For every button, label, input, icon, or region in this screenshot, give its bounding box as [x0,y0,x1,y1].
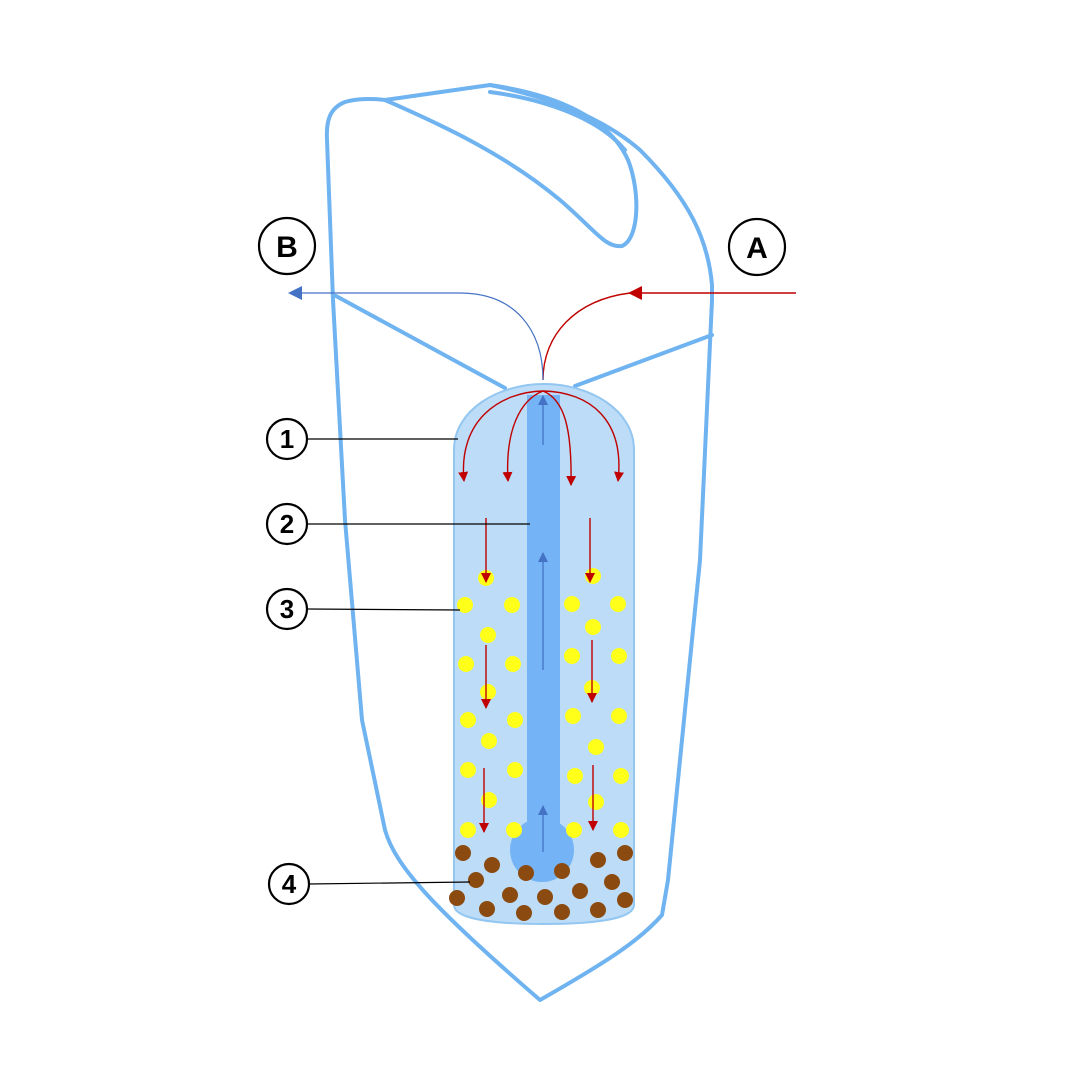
dome-arrow-2 [502,390,544,482]
dark-granule [617,845,633,861]
light-granule [588,739,604,755]
light-granule [480,627,496,643]
dark-granule [554,904,570,920]
dark-granule [484,857,500,873]
dark-granule [554,863,570,879]
dark-granule [468,872,484,888]
filter-cartridge [453,382,635,926]
inflow-arrow-curve [542,292,631,381]
callout-1-text: 1 [280,424,294,454]
light-granule [480,684,496,700]
dark-granule [449,890,465,906]
dome-arrow-4 [542,390,624,482]
light-granule [504,597,520,613]
light-granule [481,792,497,808]
light-granule [585,619,601,635]
callout-4: 4 [267,862,311,906]
dark-granule [479,901,495,917]
inflow-arrow [542,286,796,381]
light-granule [585,568,601,584]
light-granule [505,656,521,672]
light-granule [564,596,580,612]
callout-3-text: 3 [280,594,294,624]
dark-granule [604,874,620,890]
light-granule [460,762,476,778]
dark-granule [502,887,518,903]
dark-granule [518,865,534,881]
light-granule [506,822,522,838]
light-granule [458,656,474,672]
light-granule [460,822,476,838]
callout-2: 2 [265,502,309,546]
dark-granule [572,883,588,899]
light-granule [611,648,627,664]
light-granule [507,712,523,728]
light-granule [610,596,626,612]
callout-b-text: B [276,231,298,264]
light-granule [481,733,497,749]
dark-granule [455,845,471,861]
light-granule [611,708,627,724]
pitcher-handle-outline [383,83,639,249]
leader-3 [306,608,461,611]
media-flow-arrows [479,518,598,833]
dome-arrow-1 [458,390,544,482]
dark-granule [516,905,532,921]
pitcher-lid-inner-outline [488,90,627,152]
light-granule [613,822,629,838]
light-granule [564,648,580,664]
leader-4 [307,881,471,885]
dark-granule [617,892,633,908]
callout-1: 1 [265,417,309,461]
light-granule [565,708,581,724]
callout-a-text: A [746,232,768,265]
light-granule [457,597,473,613]
dark-granule [537,889,553,905]
dark-granule [590,852,606,868]
dome-arrow-3 [542,390,577,486]
light-granule [613,768,629,784]
light-granule [588,794,604,810]
dome-distribution-arrows [458,390,624,486]
callout-b: B [257,216,317,276]
reservoir-right-wall [573,333,714,388]
callout-3: 3 [265,587,309,631]
dark-granule [590,902,606,918]
light-granule [460,712,476,728]
callout-2-text: 2 [280,509,294,539]
outflow-arrow [288,286,544,381]
pitcher-outline [324,83,714,1002]
outflow-arrow-curve [288,286,544,381]
dark-media-granules [449,845,633,921]
light-granule [566,822,582,838]
light-granule [567,768,583,784]
light-granule [507,762,523,778]
callout-4-text: 4 [282,869,297,899]
callout-a: A [727,217,787,277]
reservoir-left-wall [334,294,507,390]
leader-lines [306,438,530,885]
